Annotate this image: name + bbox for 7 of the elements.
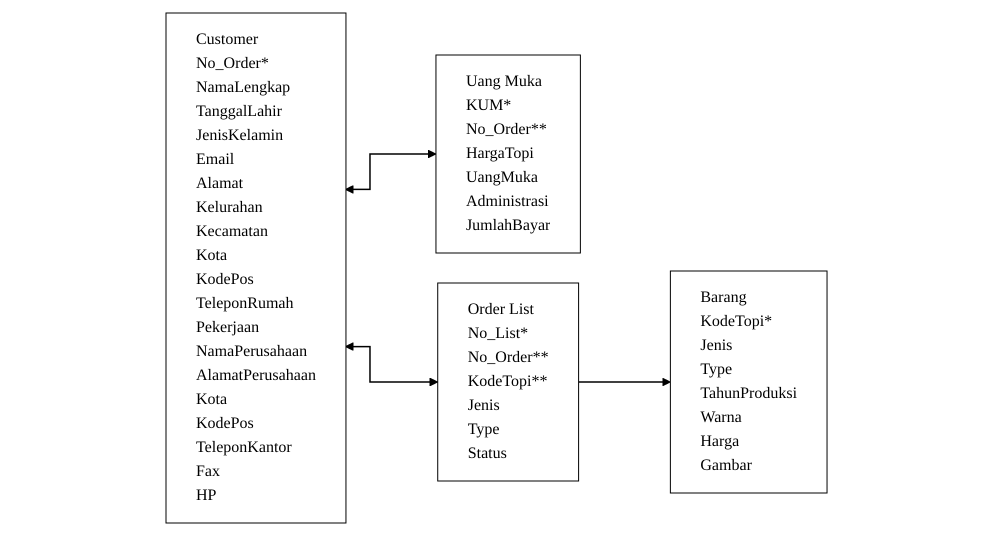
node-box: Uang Muka KUM* No_Order** HargaTopi UangMuka Administrasi JumlahBayar bbox=[436, 54, 582, 254]
arrow bbox=[346, 342, 439, 386]
node-box: Customer No_Order* NamaLengkap TanggalLahir JenisKelamin Email Alamat Kelurahan Kecamatan Kota KodePos TeleponRumah Pekerjaan NamaPerusahaan AlamatPerusahaan Kota KodePos TeleponKantor Fax HP bbox=[166, 12, 347, 524]
arrow bbox=[579, 378, 672, 386]
node-box: Order List No_List* No_Order** KodeTopi** Jenis Type Status bbox=[438, 282, 580, 482]
node-box: Barang KodeTopi* Jenis Type TahunProduksi Warna Harga Gambar bbox=[670, 270, 828, 494]
arrow bbox=[346, 150, 437, 194]
